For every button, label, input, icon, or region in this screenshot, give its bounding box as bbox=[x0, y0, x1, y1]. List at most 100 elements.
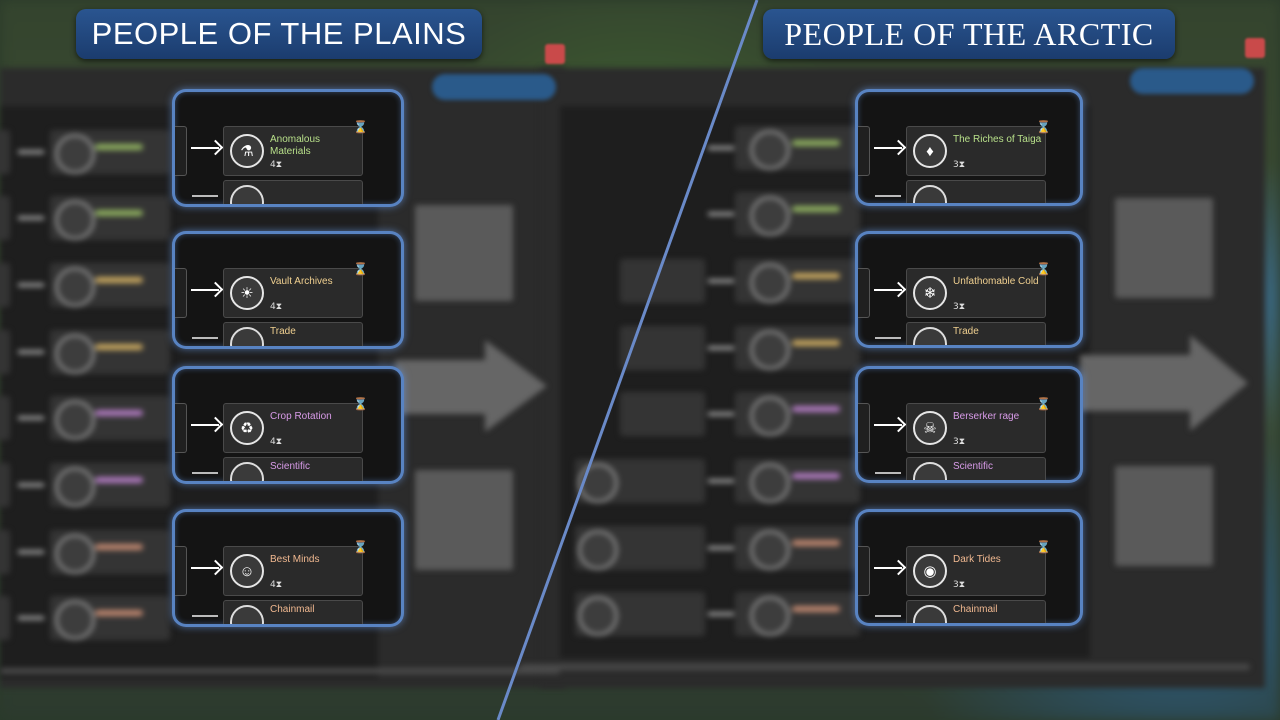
tech-node bbox=[792, 606, 840, 612]
hourglass-icon: ⌛ bbox=[353, 120, 368, 134]
tech-node-icon bbox=[578, 530, 618, 570]
next-research-card[interactable] bbox=[875, 180, 1046, 203]
tech-node bbox=[0, 396, 10, 440]
tech-node-icon bbox=[55, 267, 95, 307]
arrow-icon bbox=[192, 615, 218, 617]
tech-node bbox=[415, 470, 513, 570]
arrow-right-icon bbox=[874, 147, 902, 149]
arrow-icon bbox=[875, 195, 901, 197]
tech-node-icon bbox=[750, 263, 790, 303]
tech-icon bbox=[913, 605, 947, 623]
hourglass-icon: ⌛ bbox=[353, 262, 368, 276]
next-research-name: Scientific bbox=[270, 461, 311, 472]
arrow-icon bbox=[875, 615, 901, 617]
flask-icon: ⚗ bbox=[230, 134, 264, 168]
tech-icon bbox=[913, 462, 947, 480]
arrow-icon bbox=[708, 212, 734, 216]
hourglass-icon: ⌛ bbox=[1036, 262, 1051, 276]
tech-icon bbox=[913, 185, 947, 203]
crop-cycle-icon: ♻ bbox=[230, 411, 264, 445]
tech-node bbox=[620, 326, 705, 370]
prerequisite-node bbox=[858, 126, 870, 176]
research-cost: 4⧗ bbox=[270, 160, 283, 170]
tech-node bbox=[95, 410, 143, 416]
next-research-card[interactable]: Scientific bbox=[192, 457, 363, 481]
arrow-icon bbox=[18, 350, 44, 354]
prerequisite-node bbox=[175, 403, 187, 453]
research-name: Anomalous Materials bbox=[270, 134, 321, 157]
close-icon-right[interactable] bbox=[1245, 38, 1265, 58]
arrow-icon bbox=[192, 195, 218, 197]
research-name: Vault Archives bbox=[270, 276, 333, 287]
tech-node bbox=[520, 664, 1250, 670]
research-card[interactable]: ⚗ Anomalous Materials 4⧗ ⌛ bbox=[223, 120, 368, 176]
tech-node-icon bbox=[55, 400, 95, 440]
tech-node bbox=[1080, 355, 1195, 411]
research-cost: 3⧗ bbox=[953, 437, 966, 447]
arrow-right-icon bbox=[191, 289, 219, 291]
lightbulb-book-icon: ☀ bbox=[230, 276, 264, 310]
research-name: Unfathomable Cold bbox=[953, 276, 1039, 287]
next-research-card[interactable]: Trade bbox=[875, 322, 1046, 345]
hourglass-icon: ⌛ bbox=[1036, 540, 1051, 554]
tech-node bbox=[0, 330, 10, 374]
tech-icon bbox=[230, 185, 264, 204]
tech-node-icon bbox=[55, 334, 95, 374]
arrow-icon bbox=[18, 616, 44, 620]
tech-node bbox=[95, 210, 143, 216]
next-research-card[interactable]: Chainmail bbox=[875, 600, 1046, 623]
hourglass-icon: ⌛ bbox=[1036, 120, 1051, 134]
tech-node bbox=[0, 463, 10, 507]
next-research-name: Trade bbox=[953, 326, 979, 337]
reset-research-button-left[interactable] bbox=[432, 74, 556, 100]
tech-node bbox=[0, 263, 10, 307]
wave-eye-icon: ◉ bbox=[913, 554, 947, 588]
hourglass-icon: ⌛ bbox=[1036, 397, 1051, 411]
tech-node bbox=[620, 392, 705, 436]
tech-node-icon bbox=[55, 534, 95, 574]
tech-node bbox=[792, 340, 840, 346]
research-name: Berserker rage bbox=[953, 411, 1020, 422]
next-research-card[interactable] bbox=[192, 180, 363, 204]
arrow-right-icon bbox=[874, 289, 902, 291]
reset-research-button-right[interactable] bbox=[1130, 68, 1254, 94]
arrow-icon bbox=[18, 216, 44, 220]
title-people-of-the-plains: PEOPLE OF THE PLAINS bbox=[76, 9, 482, 59]
arrow-icon bbox=[875, 337, 901, 339]
research-cost: 4⧗ bbox=[270, 437, 283, 447]
tech-node bbox=[792, 273, 840, 279]
tech-node-icon bbox=[750, 330, 790, 370]
next-research-card[interactable]: Scientific bbox=[875, 457, 1046, 480]
tech-node bbox=[1115, 466, 1213, 566]
berserker-face-icon: ☠ bbox=[913, 411, 947, 445]
tech-node bbox=[0, 596, 10, 640]
tech-node bbox=[95, 610, 143, 616]
research-name: The Riches of Taiga bbox=[953, 134, 1042, 145]
arrow-icon bbox=[18, 550, 44, 554]
arrow-icon bbox=[18, 416, 44, 420]
close-icon-left[interactable] bbox=[545, 44, 565, 64]
tech-icon bbox=[230, 605, 264, 624]
tech-node bbox=[792, 406, 840, 412]
arrow-icon bbox=[708, 279, 734, 283]
tech-node bbox=[1190, 335, 1248, 431]
next-research-card[interactable]: Trade bbox=[192, 322, 363, 346]
tech-node bbox=[1115, 198, 1213, 298]
arrow-icon bbox=[192, 337, 218, 339]
next-research-card[interactable]: Chainmail bbox=[192, 600, 363, 624]
tech-node-icon bbox=[750, 396, 790, 436]
arrow-icon bbox=[18, 150, 44, 154]
research-card[interactable]: ☠ Berserker rage 3⧗ ⌛ bbox=[906, 397, 1051, 453]
arrow-icon bbox=[708, 479, 734, 483]
arrow-right-icon bbox=[191, 147, 219, 149]
